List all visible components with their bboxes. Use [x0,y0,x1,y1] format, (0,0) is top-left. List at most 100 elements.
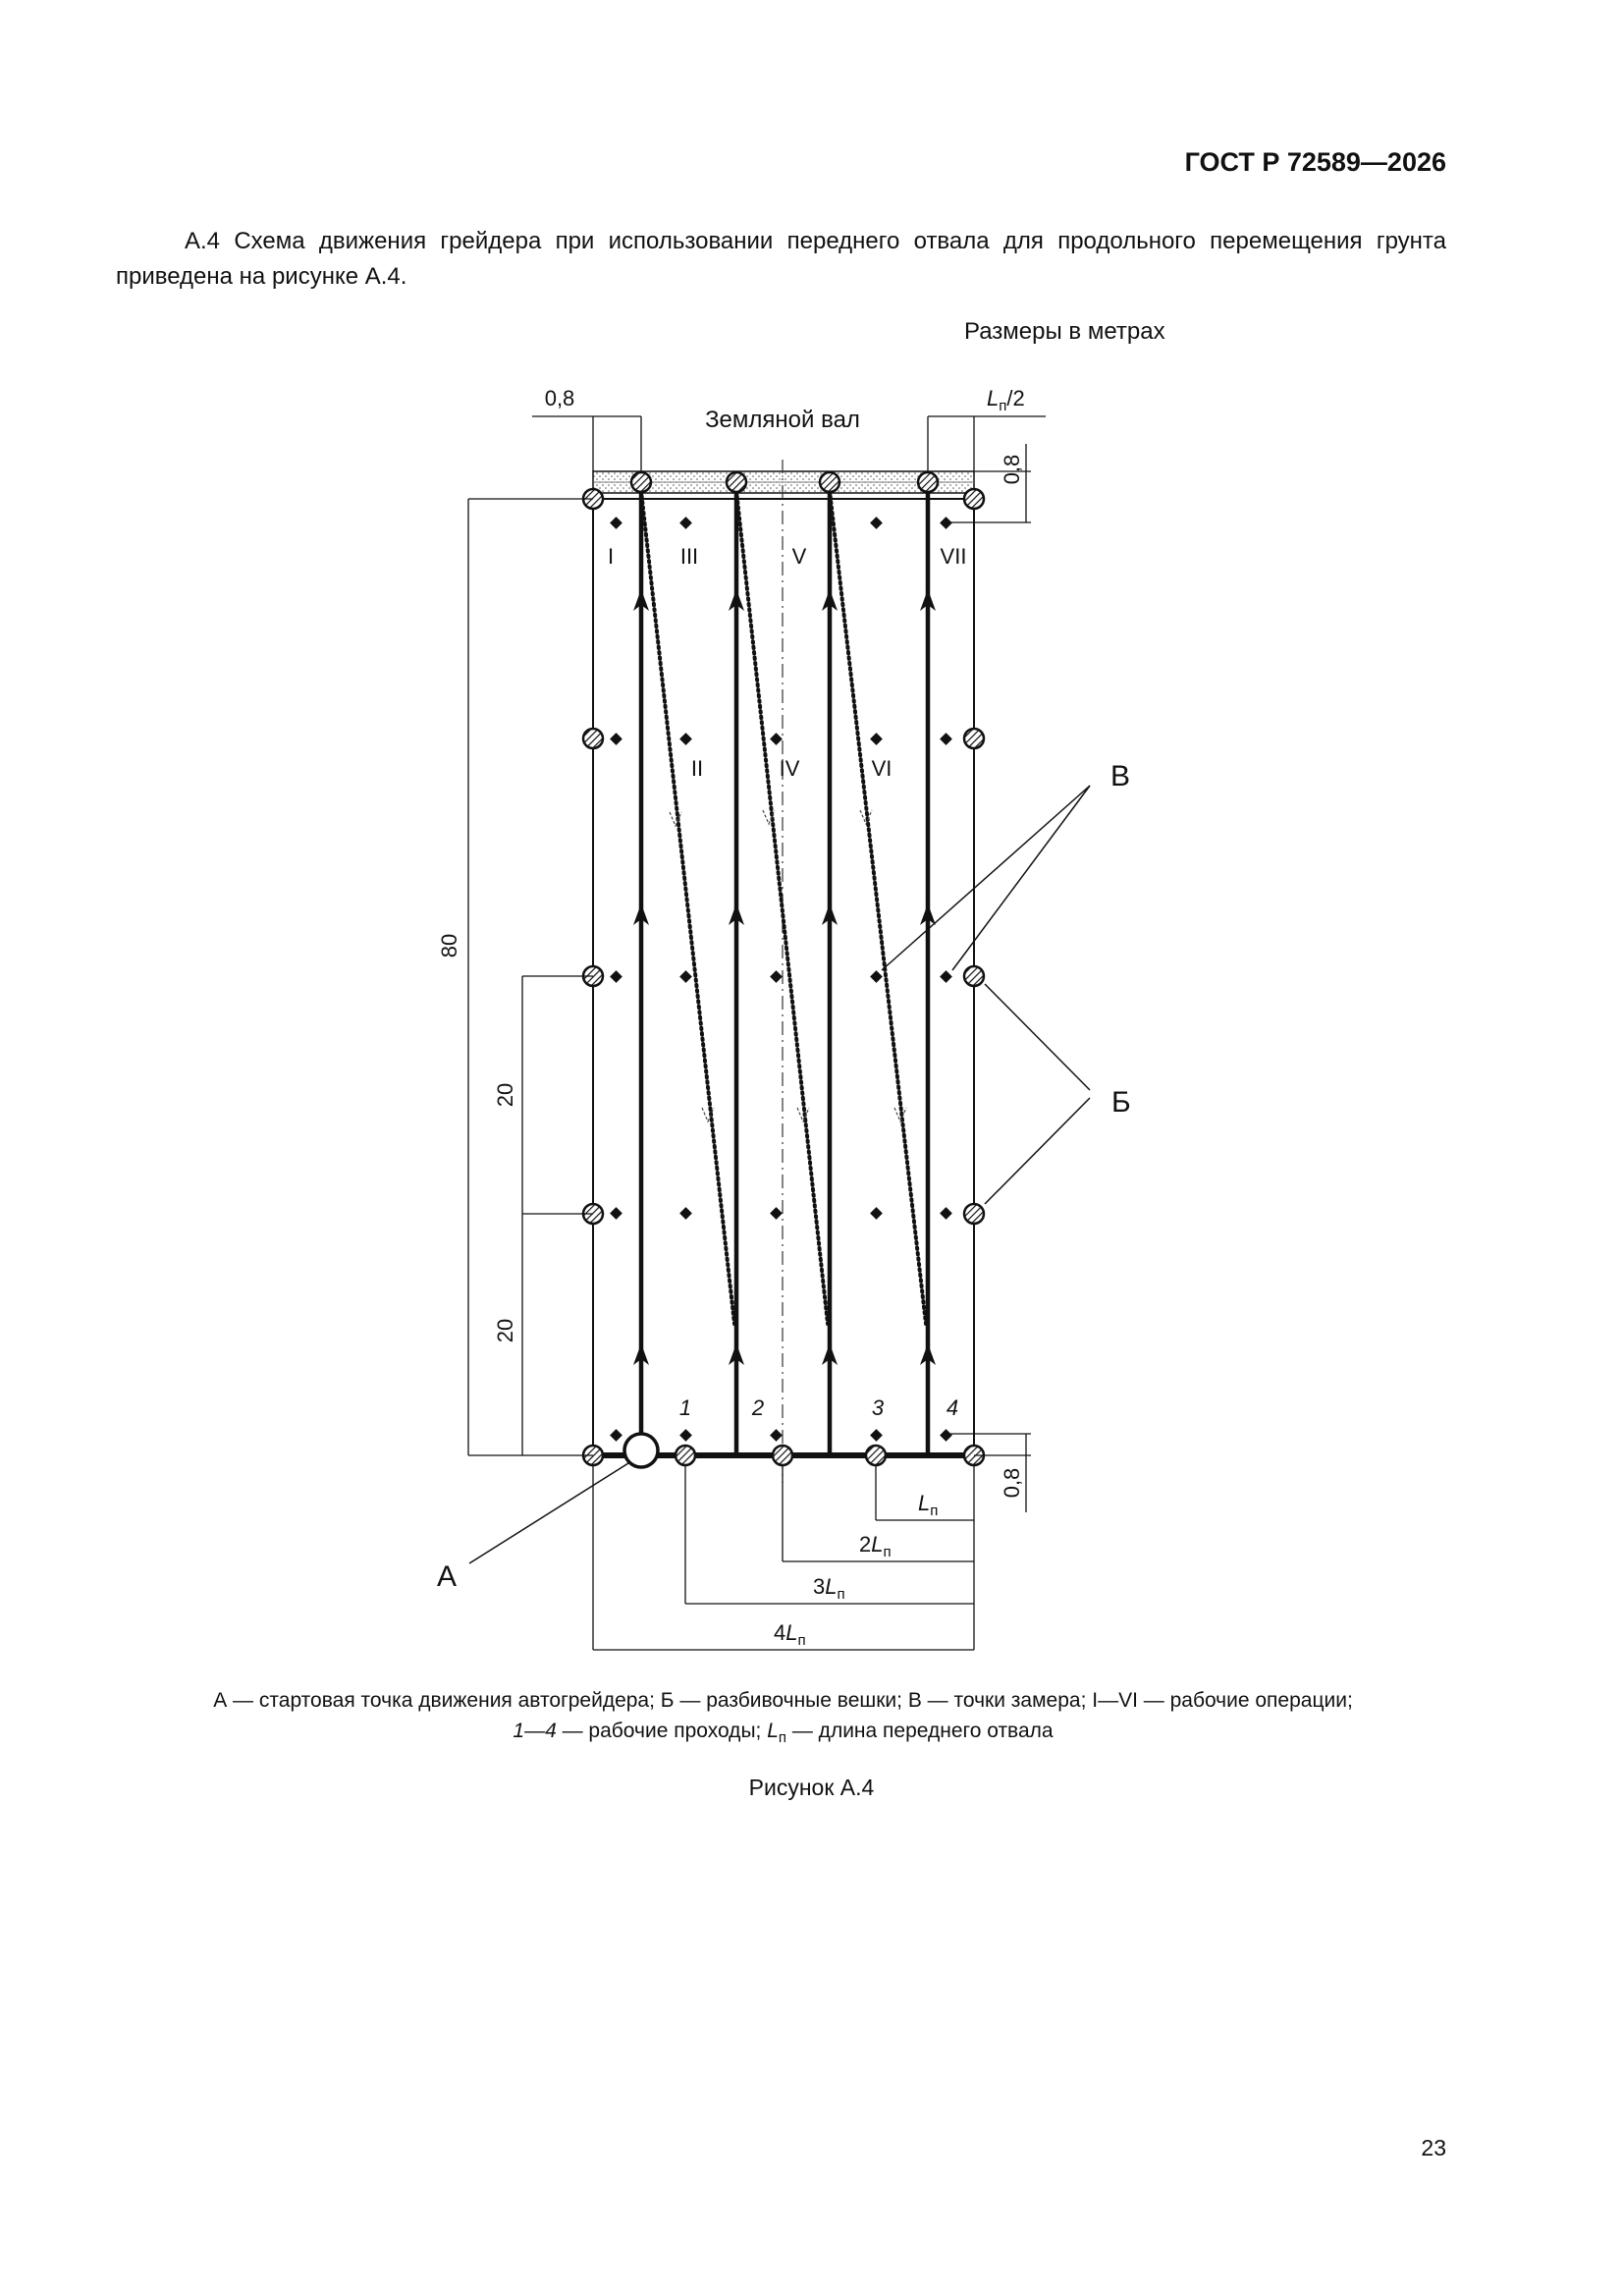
return-path-1 [639,489,736,1326]
leader-stakes [984,1097,1091,1205]
callout-start-label: А [437,1560,457,1593]
survey-stake [818,470,841,494]
dim-sub: п [999,398,1006,414]
survey-stake [864,1444,888,1467]
measurement-point [679,517,692,529]
intro-paragraph: А.4 Схема движения грейдера при использо… [116,228,1446,290]
arrow-up [729,589,744,611]
return-path-3 [828,489,928,1326]
leader-points [881,785,1091,971]
standard-id: ГОСТ Р 72589—2026 [1184,147,1446,177]
measurement-points [610,517,952,1442]
leader-start [468,1462,629,1564]
dim-var: L [987,386,999,410]
arrow-up [633,1343,649,1365]
dim-top-left-label: 0,8 [545,386,575,410]
legend-part: — длина переднего отвала [786,1720,1054,1742]
measurement-point [610,1429,622,1442]
dim-bottom-chain [592,1465,975,1651]
survey-stake [962,487,986,511]
dim-right-lower-label: 0,8 [1000,1468,1024,1499]
survey-stake [725,470,748,494]
survey-stake [629,470,653,494]
legend-passes-range: 1—4 [513,1720,557,1742]
measurement-point [679,1207,692,1220]
measurement-point [870,970,883,983]
operation-label-mid: IV [780,756,800,781]
arrow-up [920,589,936,611]
measurement-point [870,733,883,745]
survey-stake [674,1444,697,1467]
survey-stake [962,727,986,750]
measurement-point [940,733,952,745]
figure-caption: Рисунок А.4 [748,1775,875,1800]
measurement-point [770,1429,783,1442]
leader-stakes [984,983,1091,1091]
grader-movement-diagram: I III V VII II IV VI 1 2 3 4 Земляной ва… [437,386,1131,1651]
dim-right-lower [950,1433,1031,1512]
start-point [622,1432,660,1469]
survey-stake [916,470,940,494]
direction-arrows [633,589,936,1365]
measurement-point [940,970,952,983]
callout-leaders [468,785,1091,1564]
figure-legend: А — стартовая точка движения автогрейдер… [118,1685,1448,1753]
units-note: Размеры в метрах [964,318,1165,345]
arrow-up [920,1343,936,1365]
operation-label-mid: VI [872,756,893,781]
dim-right-upper-label: 0,8 [1000,455,1024,485]
survey-stake [962,1202,986,1226]
dim-right-upper [950,444,1031,523]
measurement-point [940,517,952,529]
measurement-point [940,1429,952,1442]
operation-label-top: I [608,544,614,569]
legend-sub: п [778,1729,787,1746]
operation-label-mid: II [691,756,703,781]
dim-top-left [532,415,642,471]
operation-label-top: III [680,544,698,569]
survey-stake [771,1444,794,1467]
arrow-up [920,903,936,925]
arrow-up [729,903,744,925]
dim-total-length-label: 80 [437,934,461,957]
legend-line-1: А — стартовая точка движения автогрейдер… [213,1689,1353,1712]
survey-stake [962,964,986,988]
measurement-point [870,1429,883,1442]
pass-number: 2 [751,1395,764,1420]
dim-bottom-label: 4Lп [774,1620,806,1649]
measurement-point [610,517,622,529]
callout-stakes-label: Б [1111,1086,1131,1119]
return-path-2 [734,489,830,1326]
dim-top-right-label: Lп/2 [987,386,1025,414]
arrow-up [822,589,838,611]
dim-bottom-label: 2Lп [859,1532,892,1560]
measurement-point [870,517,883,529]
survey-stakes [581,470,986,1467]
measurement-point [610,1207,622,1220]
arrow-up [822,1343,838,1365]
berm-label: Земляной вал [705,407,860,433]
legend-var: L [767,1720,779,1742]
return-paths [639,489,928,1326]
working-passes [638,489,931,1455]
arrow-up [729,1343,744,1365]
pass-number: 1 [679,1395,691,1420]
return-arrows [669,809,907,1123]
measurement-point [870,1207,883,1220]
arrow-up [633,589,649,611]
measurement-point [610,733,622,745]
measurement-point [679,1429,692,1442]
measurement-point [610,970,622,983]
dim-spacing-label: 20 [493,1083,517,1107]
measurement-point [679,733,692,745]
dim-top-right [927,415,1046,471]
survey-stake [581,727,605,750]
legend-part: — рабочие проходы; [556,1720,768,1742]
dim-spacing-label: 20 [493,1319,517,1342]
callout-points-label: В [1110,760,1130,793]
arrow-up [822,903,838,925]
measurement-point [770,970,783,983]
operation-label-top: VII [941,544,967,569]
pass-number: 3 [872,1395,885,1420]
operation-label-top: V [792,544,807,569]
